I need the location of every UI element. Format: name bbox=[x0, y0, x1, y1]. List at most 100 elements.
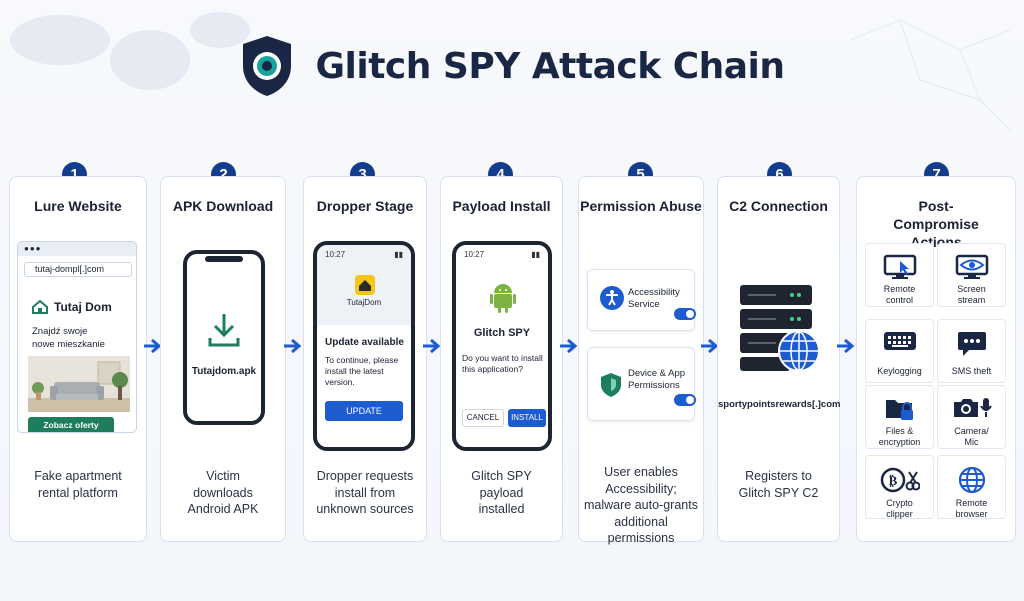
house-logo-icon bbox=[32, 300, 48, 314]
action-label-line-2: stream bbox=[957, 295, 986, 305]
view-offers-button[interactable]: Zobacz oferty bbox=[28, 417, 114, 432]
flow-arrow-icon bbox=[144, 339, 162, 353]
permission-label-line-2: Service bbox=[628, 299, 660, 310]
flow-arrow-icon bbox=[701, 339, 719, 353]
update-button[interactable]: UPDATE bbox=[325, 401, 403, 421]
action-label-line-1: Camera/ bbox=[954, 426, 989, 436]
phone-mockup: 10:27 ▮▮ TutajDom Update available To con… bbox=[313, 241, 415, 451]
app-name: Glitch SPY bbox=[473, 327, 531, 339]
action-files-encryption: Files &encryption bbox=[865, 385, 934, 449]
spy-eye-shield-icon bbox=[243, 36, 292, 96]
action-camera-mic: Camera/Mic bbox=[937, 385, 1006, 449]
browser-titlebar: ●●● bbox=[18, 242, 136, 256]
signal-icon: ▮▮ bbox=[394, 250, 403, 259]
step-title: Payload Install bbox=[452, 198, 551, 214]
step-description: Fake apartment rental platform bbox=[34, 469, 122, 500]
action-label-line-2: control bbox=[885, 295, 913, 305]
step-title: Dropper Stage bbox=[316, 198, 414, 214]
action-label-line-2: encryption bbox=[878, 437, 921, 447]
device-permissions-toggle[interactable] bbox=[674, 394, 696, 406]
folder-lock-icon bbox=[885, 400, 913, 420]
permission-label-line-1: Device & App bbox=[628, 368, 686, 379]
install-button[interactable]: INSTALL bbox=[508, 409, 546, 427]
tutajdom-app-icon bbox=[355, 275, 375, 295]
action-label: Camera/Mic bbox=[938, 426, 1005, 448]
action-label: SMS theft bbox=[938, 366, 1005, 377]
brand-name: Tutaj Dom bbox=[54, 300, 112, 314]
dialog-title: Update available bbox=[325, 337, 404, 348]
svg-text:₿: ₿ bbox=[888, 474, 897, 489]
action-label-line-1: Remote bbox=[883, 284, 916, 294]
flow-arrow-icon bbox=[837, 339, 855, 353]
step-dropper-stage: Dropper Stage 10:27 ▮▮ TutajDom Update av… bbox=[303, 176, 427, 542]
server-globe-icon bbox=[740, 285, 820, 372]
step-permission-abuse: Permission Abuse Accessibility Service D… bbox=[578, 176, 704, 545]
remote-control-icon bbox=[883, 254, 916, 279]
action-label-line-2: Mic bbox=[964, 437, 979, 447]
action-label-line-1: Screen bbox=[957, 284, 986, 294]
tagline-line-1: Znajdź swoje bbox=[32, 326, 88, 337]
globe-icon bbox=[958, 466, 985, 494]
permission-label: Accessibility Service bbox=[628, 287, 680, 311]
step-description: Victim downloads Android APK bbox=[187, 469, 259, 516]
action-keylogging: Keylogging bbox=[865, 319, 934, 383]
permission-label-line-1: Accessibility bbox=[628, 287, 680, 298]
eye-icon bbox=[955, 254, 988, 279]
action-label-line-2: browser bbox=[955, 509, 988, 519]
flow-arrow-icon bbox=[423, 339, 441, 353]
step-title: APK Download bbox=[172, 198, 274, 214]
address-bar[interactable]: tutaj-dompl[.]com bbox=[24, 262, 132, 277]
accessibility-toggle[interactable] bbox=[674, 308, 696, 320]
step-description: Registers to Glitch SPY C2 bbox=[738, 469, 819, 500]
shield-icon bbox=[601, 373, 621, 397]
step-payload-install: Payload Install 10:27▮▮ Glitch SPY Do yo… bbox=[440, 176, 563, 542]
c2-domain: sportypointsrewards[.]com bbox=[718, 399, 841, 410]
permission-label-line-2: Permissions bbox=[628, 380, 680, 391]
cancel-button[interactable]: CANCEL bbox=[462, 409, 504, 427]
living-room-image bbox=[28, 356, 130, 412]
app-name: TutajDom bbox=[346, 298, 382, 307]
apk-filename: Tutajdom.apk bbox=[191, 366, 257, 377]
status-time: 10:27 bbox=[325, 250, 346, 259]
browser-window: ●●● tutaj-dompl[.]com Tutaj Dom Znajdź s… bbox=[17, 241, 137, 433]
permission-card-device-app: Device & App Permissions bbox=[587, 347, 696, 421]
action-label: Keylogging bbox=[866, 366, 933, 377]
step-title: Permission Abuse bbox=[580, 198, 702, 214]
dialog-body: To continue, please install the latest v… bbox=[325, 355, 399, 387]
action-label-line-1: Crypto bbox=[886, 498, 913, 508]
tagline-line-2: nowe mieszkanie bbox=[32, 339, 105, 350]
step-apk-download: APK Download Tutajdom.apk Victim downloa… bbox=[160, 176, 286, 542]
step-title: Post-Compromise Actions bbox=[893, 198, 979, 250]
phone-notch bbox=[205, 256, 243, 262]
action-label-line-2: clipper bbox=[886, 509, 913, 519]
android-icon bbox=[490, 284, 516, 313]
camera-mic-icon bbox=[953, 398, 992, 417]
step-description: Glitch SPY payload installed bbox=[471, 469, 532, 516]
step-description: User enables Accessibility; malware auto… bbox=[584, 465, 698, 545]
phone-mockup: 10:27▮▮ Glitch SPY Do you want to instal… bbox=[452, 241, 552, 451]
download-icon bbox=[208, 314, 240, 347]
bitcoin-clipper-icon: ₿ bbox=[880, 467, 920, 493]
step-title: C2 Connection bbox=[729, 198, 828, 214]
permission-label: Device & App Permissions bbox=[628, 368, 685, 392]
action-sms-theft: SMS theft bbox=[937, 319, 1006, 383]
action-label: Files &encryption bbox=[866, 426, 933, 448]
update-dialog: Update available To continue, please ins… bbox=[317, 325, 411, 447]
flow-arrow-icon bbox=[560, 339, 578, 353]
window-dots-icon: ●●● bbox=[24, 244, 42, 253]
signal-icon: ▮▮ bbox=[531, 250, 540, 259]
chat-icon bbox=[957, 332, 986, 356]
install-question: Do you want to install this application? bbox=[462, 353, 543, 374]
action-label-line-1: Remote bbox=[955, 498, 988, 508]
flow-arrow-icon bbox=[284, 339, 302, 353]
step-description: Dropper requests install from unknown so… bbox=[316, 469, 414, 516]
step-lure-website: Lure Website ●●● tutaj-dompl[.]com Tutaj… bbox=[9, 176, 147, 542]
